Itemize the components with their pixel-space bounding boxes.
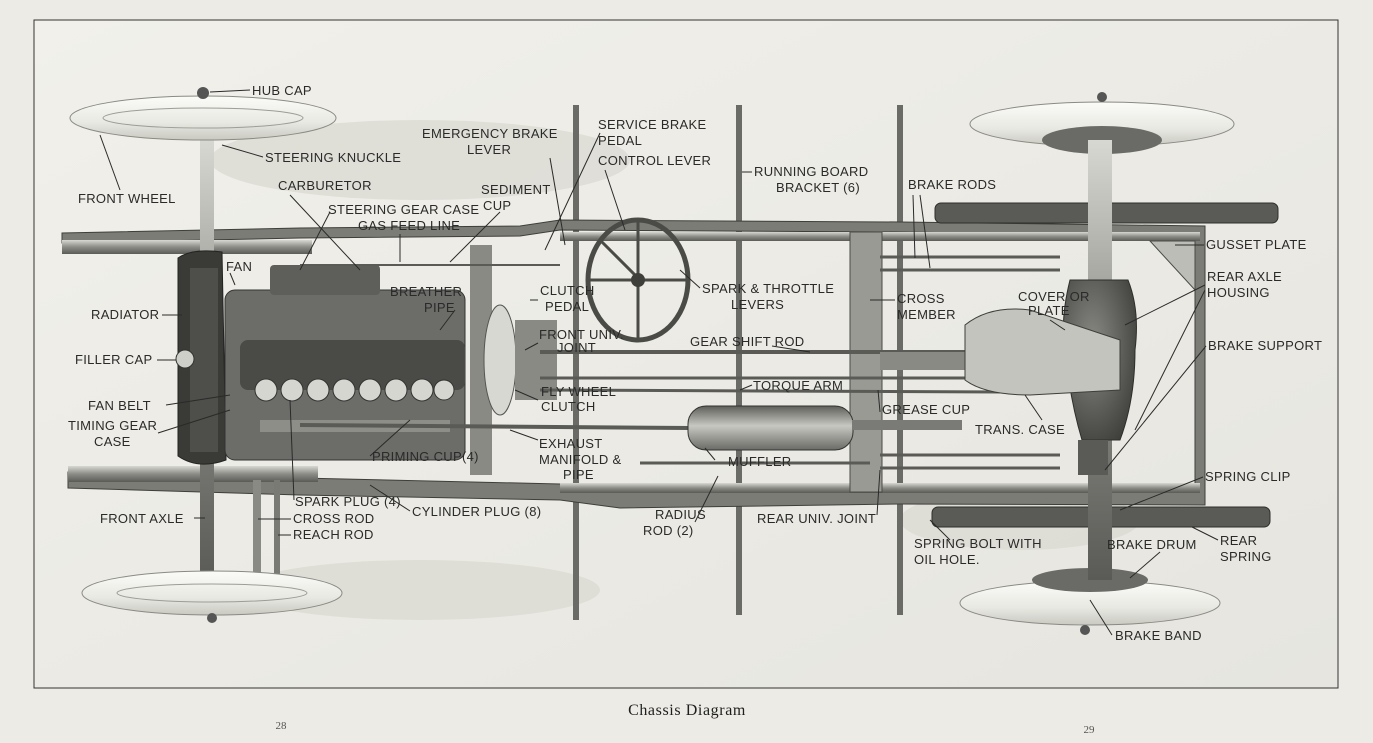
flywheel <box>483 304 557 416</box>
label-brake-band: BRAKE BAND <box>1115 628 1202 643</box>
label-fly-wheel-clutch-1: FLY WHEEL <box>541 384 616 399</box>
label-trans-case: TRANS. CASE <box>975 422 1065 437</box>
label-rear-axle-housing-1: REAR AXLE <box>1207 269 1282 284</box>
leader-lines <box>99 89 1219 636</box>
label-running-board-bracket-2: BRACKET (6) <box>776 180 860 195</box>
label-fan-belt: FAN BELT <box>88 398 151 413</box>
label-radiator: RADIATOR <box>91 307 159 322</box>
label-brake-drum: BRAKE DRUM <box>1107 537 1197 552</box>
label-front-univ-joint-1: FRONT UNIV. <box>539 327 624 342</box>
steering-wheel <box>585 217 691 343</box>
label-spring-clip: SPRING CLIP <box>1205 469 1291 484</box>
label-brake-rods: BRAKE RODS <box>908 177 996 192</box>
label-exhaust-manifold-1: EXHAUST <box>539 436 603 451</box>
label-grease-cup: GREASE CUP <box>882 402 970 417</box>
label-gear-shift-rod: GEAR SHIFT ROD <box>690 334 804 349</box>
label-spring-bolt-2: OIL HOLE. <box>914 552 980 567</box>
label-brake-support: BRAKE SUPPORT <box>1208 338 1322 353</box>
label-exhaust-manifold-2: MANIFOLD & <box>539 452 621 467</box>
label-front-univ-joint-2: JOINT <box>557 340 596 355</box>
label-filler-cap: FILLER CAP <box>75 352 152 367</box>
label-exhaust-manifold-3: PIPE <box>563 467 594 482</box>
label-clutch-pedal-2: PEDAL <box>545 299 589 314</box>
label-rear-axle-housing-2: HOUSING <box>1207 285 1270 300</box>
front-wheel-top <box>69 87 337 141</box>
label-cylinder-plug: CYLINDER PLUG (8) <box>412 504 541 519</box>
label-reach-rod: REACH ROD <box>293 527 374 542</box>
label-sediment-cup-1: SEDIMENT <box>481 182 551 197</box>
label-hub-cap: HUB CAP <box>252 83 312 98</box>
label-steering-gear-case: STEERING GEAR CASE <box>328 202 479 217</box>
rear-wheel-top <box>969 92 1235 154</box>
label-torque-arm: TORQUE ARM <box>753 378 843 393</box>
label-cross-member-1: CROSS <box>897 291 945 306</box>
label-fan: FAN <box>226 259 252 274</box>
label-radius-rod-2: ROD (2) <box>643 523 694 538</box>
page-number-left: 28 <box>276 720 288 732</box>
label-clutch-pedal-1: CLUTCH <box>540 283 595 298</box>
label-rear-univ-joint: REAR UNIV. JOINT <box>757 511 876 526</box>
label-running-board-bracket-1: RUNNING BOARD <box>754 164 868 179</box>
label-cross-rod: CROSS ROD <box>293 511 374 526</box>
label-sediment-cup-2: CUP <box>483 198 511 213</box>
transmission <box>880 308 1121 396</box>
label-priming-cup: PRIMING CUP(4) <box>372 449 479 464</box>
radiator <box>175 250 227 465</box>
label-spark-throttle-levers-1: SPARK & THROTTLE <box>702 281 834 296</box>
muffler <box>687 405 962 451</box>
label-service-brake-pedal-2: PEDAL <box>598 133 642 148</box>
frame <box>61 219 1206 509</box>
label-front-axle: FRONT AXLE <box>100 511 184 526</box>
label-spark-throttle-levers-2: LEVERS <box>731 297 784 312</box>
label-gas-feed-line: GAS FEED LINE <box>358 218 460 233</box>
figure-caption: Chassis Diagram <box>628 702 746 719</box>
front-wheel-bottom <box>81 570 343 623</box>
label-carburetor: CARBURETOR <box>278 178 372 193</box>
label-timing-gear-case-1: TIMING GEAR <box>68 418 157 433</box>
label-breather-pipe-2: PIPE <box>424 300 455 315</box>
label-rear-spring-1: REAR <box>1220 533 1257 548</box>
page-number-right: 29 <box>1084 724 1096 736</box>
label-emergency-brake-lever-1: EMERGENCY BRAKE <box>422 126 558 141</box>
label-cover-or-plate-1: COVER OR <box>1018 289 1090 304</box>
label-cover-or-plate-2: PLATE <box>1028 303 1070 318</box>
callout-labels: HUB CAP STEERING KNUCKLE FRONT WHEEL CAR… <box>68 83 1322 643</box>
label-front-wheel: FRONT WHEEL <box>78 191 176 206</box>
label-control-lever: CONTROL LEVER <box>598 153 711 168</box>
label-spark-plug: SPARK PLUG (4) <box>295 494 401 509</box>
label-rear-spring-2: SPRING <box>1220 549 1272 564</box>
label-radius-rod-1: RADIUS <box>655 507 706 522</box>
label-service-brake-pedal-1: SERVICE BRAKE <box>598 117 706 132</box>
label-cross-member-2: MEMBER <box>897 307 956 322</box>
label-fly-wheel-clutch-2: CLUTCH <box>541 399 596 414</box>
label-emergency-brake-lever-2: LEVER <box>467 142 511 157</box>
label-gusset-plate: GUSSET PLATE <box>1206 237 1307 252</box>
label-breather-pipe-1: BREATHER <box>390 284 462 299</box>
engine <box>224 265 466 461</box>
label-spring-bolt-1: SPRING BOLT WITH <box>914 536 1042 551</box>
label-steering-knuckle: STEERING KNUCKLE <box>265 150 401 165</box>
label-muffler: MUFFLER <box>728 454 792 469</box>
label-timing-gear-case-2: CASE <box>94 434 131 449</box>
